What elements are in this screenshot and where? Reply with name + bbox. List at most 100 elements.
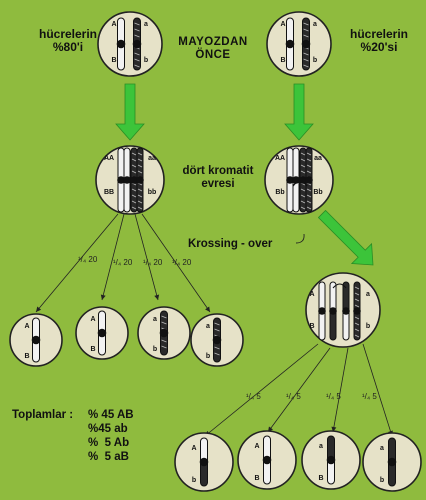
fraction-left-3: ¹/₄ 20	[143, 258, 163, 267]
fraction-right-4: ¹/₄ 5	[362, 392, 377, 401]
gamete-left-1-gene-top: A	[24, 323, 29, 330]
label-cells-20-line1: hücrelerin	[349, 27, 409, 41]
chromosome-top-right-2	[301, 17, 311, 71]
gamete-right-2-chromosome	[262, 435, 272, 485]
gene-label-top-right-b: b	[313, 57, 317, 64]
gamete-left-4-gene-top: a	[206, 323, 210, 330]
gene-label-mid-left-bb: bb	[148, 189, 157, 196]
gamete-left-2-gene-bottom: B	[90, 346, 95, 353]
gamete-right-3-chromosome	[326, 435, 336, 485]
chromosome-top-left-1	[116, 17, 126, 71]
fraction-left-4: ¹/₄ 20	[172, 258, 192, 267]
totals-row-1: Toplamlar : % 45 AB	[12, 408, 172, 422]
gene-label-cross-a: a	[366, 291, 370, 298]
chromosome-top-left-2	[132, 17, 142, 71]
chromatid-mid-right-3	[299, 147, 307, 213]
fraction-right-3: ¹/₄ 5	[326, 392, 341, 401]
label-crossing-over: Krossing - over	[188, 238, 273, 250]
chromatid-mid-left-4	[136, 147, 144, 213]
gene-label-top-right-A: A	[280, 21, 285, 28]
branch-arrow-right-3	[331, 347, 349, 433]
chromatid-cross-4	[353, 281, 361, 341]
chromatid-cross-3	[342, 281, 350, 341]
chromatid-mid-right-2	[292, 147, 300, 213]
label-four-chromatid: dört kromatit evresi	[170, 165, 266, 191]
branch-arrow-left-1	[35, 213, 119, 313]
gene-label-mid-left-AA: AA	[104, 155, 114, 162]
gamete-right-1-gene-bottom: b	[192, 477, 196, 484]
label-cells-20-line2: %20'si	[360, 40, 398, 54]
branch-arrow-right-4	[362, 343, 393, 437]
gene-label-cross-A: A	[309, 291, 314, 298]
branch-arrow-left-2	[100, 213, 125, 301]
totals-title: Toplamlar :	[12, 409, 74, 421]
gene-label-top-left-a: a	[144, 21, 148, 28]
green-arrow-right-down	[284, 83, 314, 141]
gamete-left-3-chromosome	[159, 310, 169, 356]
totals-line-3: % 5 Ab	[88, 437, 130, 449]
gene-label-top-left-b: b	[144, 57, 148, 64]
gamete-left-4-gene-bottom: b	[206, 353, 210, 360]
chromatid-cross-1	[318, 281, 326, 341]
label-four-chromatid-line2: evresi	[201, 178, 235, 190]
chromatid-mid-left-1	[117, 147, 125, 213]
branch-arrow-left-3	[134, 213, 160, 301]
totals-block: Toplamlar : % 45 AB %45 ab % 5 Ab % 5 aB	[12, 408, 172, 464]
crossover-chiasma	[292, 180, 308, 187]
gamete-right-2-gene-top: A	[254, 443, 259, 450]
gene-label-mid-right-AA: AA	[275, 155, 285, 162]
label-four-chromatid-line1: dört kromatit	[182, 165, 254, 177]
green-arrow-left-down	[115, 83, 145, 141]
gamete-right-4-chromosome	[387, 437, 397, 487]
totals-line-2: %45 ab	[88, 423, 128, 435]
gamete-right-1-gene-top: A	[191, 445, 196, 452]
gamete-left-4-chromosome	[212, 317, 222, 363]
crossover-arc	[332, 283, 347, 289]
gamete-left-3-gene-top: a	[153, 316, 157, 323]
gene-label-mid-right-aa: aa	[314, 155, 322, 162]
gene-label-top-left-B: B	[111, 57, 116, 64]
green-arrow-crossing-over	[317, 209, 374, 266]
chromatid-mid-right-4	[305, 147, 313, 213]
gene-label-mid-left-aa: aa	[148, 155, 156, 162]
gamete-left-1-chromosome	[31, 317, 41, 363]
label-before-meiosis-line2: ÖNCE	[195, 49, 231, 61]
fraction-left-1: ¹/₄ 20	[78, 255, 98, 264]
branch-arrow-right-2	[267, 347, 331, 433]
gene-label-top-left-A: A	[111, 21, 116, 28]
label-cells-80-line1: hücrelerin	[38, 27, 98, 41]
label-before-meiosis-line1: MAYOZDAN	[178, 36, 248, 48]
gamete-right-1-chromosome	[199, 437, 209, 487]
gamete-right-3-gene-bottom: B	[318, 475, 323, 482]
chromatid-cross-2	[329, 281, 337, 341]
gamete-left-2-gene-top: A	[90, 316, 95, 323]
label-before-meiosis: MAYOZDAN ÖNCE	[158, 36, 268, 62]
totals-line-1: % 45 AB	[88, 409, 134, 421]
totals-line-4: % 5 aB	[88, 451, 129, 463]
fraction-right-2: ¹/₄ 5	[286, 392, 301, 401]
gamete-left-1-gene-bottom: B	[24, 353, 29, 360]
gene-label-cross-b: b	[366, 323, 370, 330]
gamete-left-3-gene-bottom: b	[153, 346, 157, 353]
gene-label-top-right-B: B	[280, 57, 285, 64]
gamete-right-3-gene-top: a	[319, 443, 323, 450]
gene-label-cross-B: B	[309, 323, 314, 330]
gamete-left-2-chromosome	[97, 310, 107, 356]
gamete-right-4-gene-top: a	[380, 445, 384, 452]
fraction-left-2: ¹/₄ 20	[113, 258, 133, 267]
chromatid-mid-left-2	[123, 147, 131, 213]
gamete-right-2-gene-bottom: B	[254, 475, 259, 482]
label-cells-80: hücrelerin %80'i	[22, 28, 114, 54]
crossing-over-pointer	[295, 233, 305, 244]
cell-top-right	[266, 11, 332, 77]
label-cells-80-line2: %80'i	[52, 40, 84, 54]
gamete-right-4-gene-bottom: b	[380, 477, 384, 484]
cell-top-left	[97, 11, 163, 77]
gene-label-mid-right-Bb-1: Bb	[275, 189, 284, 196]
chromosome-top-right-1	[285, 17, 295, 71]
branch-arrow-left-4	[141, 213, 211, 313]
gene-label-mid-right-Bb-2: Bb	[313, 189, 322, 196]
gene-label-mid-left-BB: BB	[104, 189, 114, 196]
